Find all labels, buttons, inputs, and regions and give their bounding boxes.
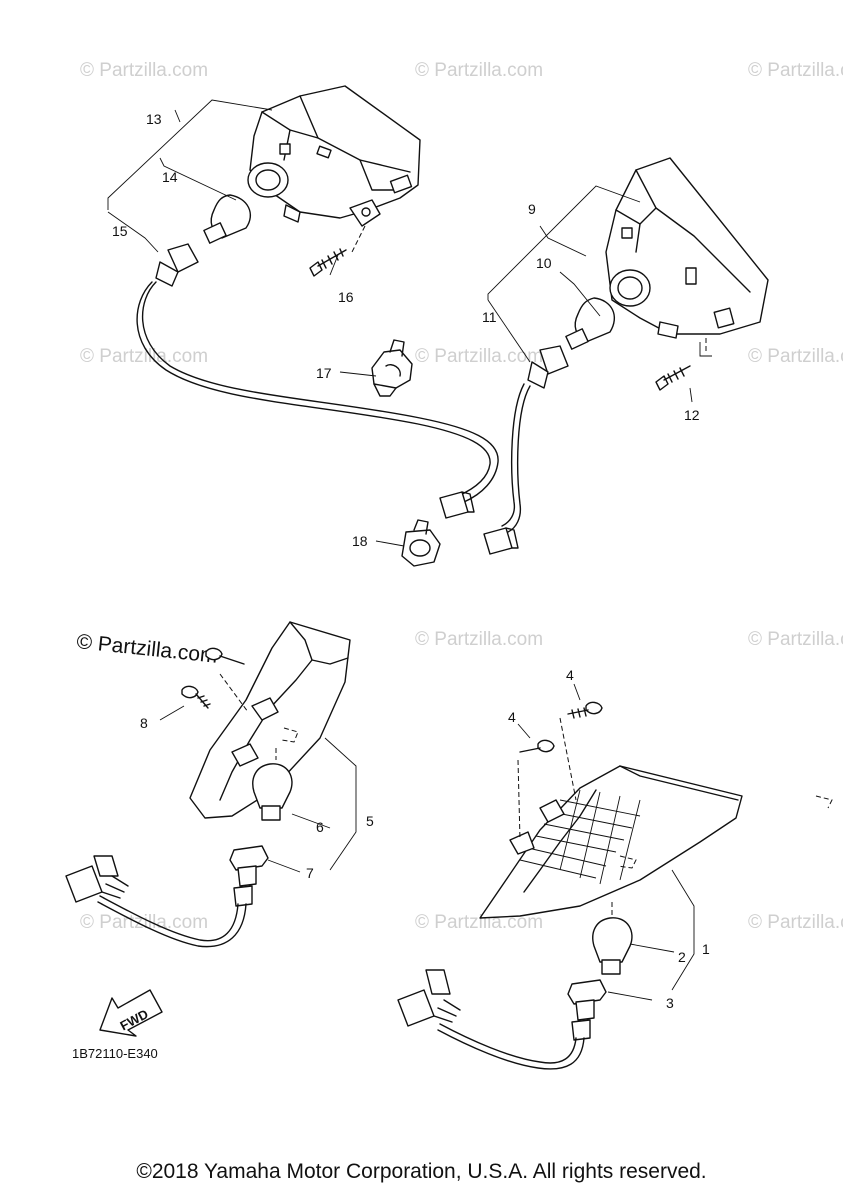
watermark: © Partzilla.com (748, 60, 843, 81)
watermark: © Partzilla.com (80, 346, 208, 367)
watermark: © Partzilla.com (748, 912, 843, 933)
watermark-strong: © Partzilla.com (75, 630, 218, 668)
callout-leaders-left (107, 99, 339, 276)
watermark: © Partzilla.com (415, 629, 543, 650)
watermark: © Partzilla.com (80, 912, 208, 933)
callout-4b: 4 (508, 709, 516, 725)
callout-15: 15 (112, 223, 128, 239)
callout-4: 4 (566, 667, 574, 683)
callout-12: 12 (684, 407, 700, 423)
callout-leaders-lower-left (159, 705, 357, 873)
copyright-notice: ©2018 Yamaha Motor Corporation, U.S.A. A… (136, 1160, 707, 1183)
front-flasher-left-assembly (136, 85, 499, 519)
watermark: © Partzilla.com (748, 346, 843, 367)
callout-11: 11 (482, 309, 497, 325)
callout-leaders-right (487, 185, 712, 403)
callout-leaders-lower-right (517, 683, 695, 1001)
callout-14: 14 (162, 169, 178, 185)
callout-18: 18 (352, 533, 368, 549)
watermarks: © Partzilla.com © Partzilla.com © Partzi… (75, 60, 843, 933)
callout-8: 8 (140, 715, 148, 731)
watermark: © Partzilla.com (415, 346, 543, 367)
callout-16: 16 (338, 289, 354, 305)
callout-7: 7 (306, 865, 314, 881)
callout-1: 1 (702, 941, 710, 957)
rear-flasher-left-assembly (65, 621, 351, 948)
clamp-17 (371, 339, 413, 397)
fwd-arrow-icon: FWD (99, 989, 163, 1037)
watermark: © Partzilla.com (415, 60, 543, 81)
callout-13: 13 (146, 111, 162, 127)
callout-9: 9 (528, 201, 536, 217)
callout-2: 2 (678, 949, 686, 965)
diagram-code: 1B72110-E340 (72, 1046, 158, 1061)
watermark: © Partzilla.com (80, 60, 208, 81)
diagram-canvas: © Partzilla.com © Partzilla.com © Partzi… (65, 60, 843, 1070)
watermark: © Partzilla.com (415, 912, 543, 933)
callout-3: 3 (666, 995, 674, 1011)
callout-17: 17 (316, 365, 332, 381)
front-flasher-right-assembly (483, 157, 769, 555)
callout-numbers: 1 2 3 4 4 5 6 7 8 9 10 11 12 13 14 15 16… (112, 111, 710, 1011)
rear-flasher-right-assembly (397, 701, 833, 1070)
callout-5: 5 (366, 813, 374, 829)
callout-leaders-clamps (339, 371, 405, 547)
clamp-18 (401, 519, 441, 567)
callout-6: 6 (316, 819, 324, 835)
watermark: © Partzilla.com (748, 629, 843, 650)
callout-10: 10 (536, 255, 552, 271)
